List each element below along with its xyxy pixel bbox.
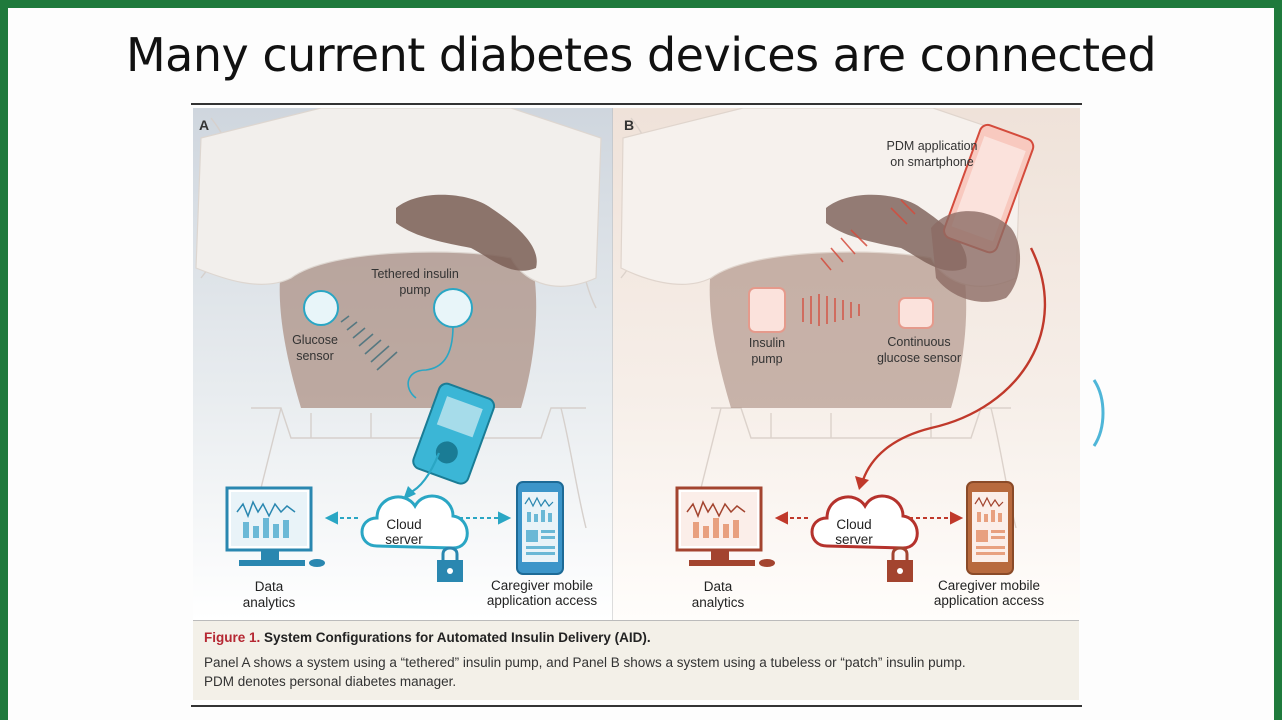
hand-b <box>826 194 967 271</box>
caption-figure-title: System Configurations for Automated Insu… <box>264 630 651 645</box>
caption-figure-label: Figure 1. <box>204 630 261 645</box>
aid-diagram: A Tethered insulin pump Glucose sensor C… <box>193 108 1080 620</box>
data-analytics-monitor-b <box>675 486 775 567</box>
caregiver-phone-a <box>516 481 564 575</box>
label-pdm-line1: PDM application <box>886 139 977 153</box>
label-analytics-a-line2: analytics <box>243 595 296 610</box>
cloud-server-b <box>810 494 919 550</box>
label-glucose-sensor-line1: Glucose <box>292 333 338 347</box>
label-caregiver-a-line2: application access <box>487 593 598 608</box>
lock-icon-a <box>437 546 463 582</box>
label-tethered-pump-line1: Tethered insulin <box>371 267 459 281</box>
label-caregiver-a-line1: Caregiver mobile <box>491 578 593 593</box>
label-pdm-line2: on smartphone <box>890 155 973 169</box>
figure-caption: Figure 1. System Configurations for Auto… <box>193 620 1079 700</box>
skin-belly-a <box>279 239 537 408</box>
label-analytics-a-line1: Data <box>255 579 284 594</box>
hand-holding-phone <box>931 211 1021 302</box>
caregiver-phone-b <box>966 481 1014 575</box>
panel-a: A Tethered insulin pump Glucose sensor C… <box>193 108 613 620</box>
cloud-server-a <box>360 494 469 550</box>
label-cloud-a-line1: Cloud <box>386 517 421 532</box>
hand-a <box>396 194 537 271</box>
caption-body-line2: PDM denotes personal diabetes manager. <box>204 674 457 689</box>
caption-body: Panel A shows a system using a “tethered… <box>204 653 1064 691</box>
partial-arc-decoration <box>1092 379 1105 447</box>
caption-heading: Figure 1. System Configurations for Auto… <box>204 630 651 645</box>
label-tethered-pump-line2: pump <box>399 283 430 297</box>
glucose-sensor-device <box>303 290 339 326</box>
label-analytics-b-line2: analytics <box>692 595 745 610</box>
label-caregiver-b-line2: application access <box>934 593 1045 608</box>
insulin-pump-patch-b <box>748 287 786 333</box>
label-glucose-sensor-line2: sensor <box>296 349 334 363</box>
label-insulin-pump-line1: Insulin <box>749 336 785 350</box>
arrows-cloud-a <box>324 511 512 525</box>
label-insulin-pump-line2: pump <box>751 352 782 366</box>
arrows-cloud-b <box>774 511 964 525</box>
arrow-phone-to-cloud-b <box>861 247 1047 481</box>
slide-title: Many current diabetes devices are connec… <box>125 28 1157 82</box>
panel-b: B PDM application on smartphone Insulin … <box>613 108 1080 620</box>
panel-b-letter: B <box>624 117 634 133</box>
label-cgm-line2: glucose sensor <box>877 351 961 365</box>
lock-icon-b <box>887 546 913 582</box>
label-caregiver-b-line1: Caregiver mobile <box>938 578 1040 593</box>
skin-belly-b <box>709 239 967 408</box>
caption-body-line1: Panel A shows a system using a “tethered… <box>204 655 966 670</box>
label-cloud-b-line1: Cloud <box>836 517 871 532</box>
data-analytics-monitor-a <box>225 486 325 567</box>
figure-frame <box>191 103 1082 707</box>
label-cgm-line1: Continuous <box>887 335 950 349</box>
label-cloud-b-line2: server <box>835 532 873 547</box>
pump-tubing <box>407 325 454 399</box>
label-cloud-a-line2: server <box>385 532 423 547</box>
cgm-sensor-b <box>898 297 934 329</box>
panel-a-letter: A <box>199 117 209 133</box>
signal-waves-a <box>340 315 398 371</box>
signal-waves-b <box>802 199 916 326</box>
label-analytics-b-line1: Data <box>704 579 733 594</box>
insulin-pump-device <box>412 382 496 485</box>
tethered-pump-patch <box>433 288 473 328</box>
